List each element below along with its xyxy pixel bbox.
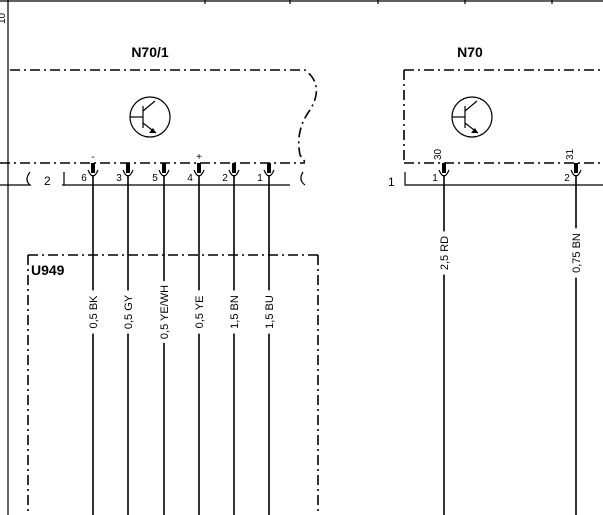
wire-color-label: 2,5 RD bbox=[439, 236, 451, 270]
component-label-n70: N70 bbox=[457, 44, 483, 60]
wire-color-label: 1,5 BN bbox=[229, 295, 241, 329]
page-number: 10 bbox=[0, 12, 8, 24]
wire-label-gap bbox=[265, 290, 274, 334]
n70-pin-0: 1 30 2,5 RD bbox=[432, 148, 451, 515]
pin-number: 3 bbox=[116, 173, 122, 184]
n70-1-wire-group: 6- 0,5 BK 3 0,5 GY 5 0,5 YE/WH 4+0,5 YE 2 1,5 BN… bbox=[81, 152, 276, 515]
pin-terminal bbox=[126, 163, 130, 173]
pin-number: 1 bbox=[432, 173, 438, 184]
connector-right: 1 bbox=[388, 172, 603, 189]
component-n70: N70 bbox=[403, 44, 603, 164]
transistor-symbol-icon bbox=[129, 96, 171, 138]
pin-terminal bbox=[162, 163, 166, 173]
terminal-number: 30 bbox=[433, 148, 444, 160]
pin-terminal bbox=[232, 163, 236, 173]
wire-label-gap bbox=[230, 290, 239, 334]
wire-label-gap bbox=[89, 290, 98, 334]
component-n70-1: N70/1 bbox=[0, 44, 318, 164]
pin-polarity-mark: + bbox=[196, 152, 202, 163]
wire-label-gap bbox=[124, 290, 133, 334]
wire-label-gap bbox=[195, 290, 204, 334]
n70-1-pin-3: 4+0,5 YE bbox=[187, 152, 206, 515]
component-label-n70-1: N70/1 bbox=[131, 44, 169, 60]
component-label-u949: U949 bbox=[31, 262, 65, 278]
transistor-symbol-icon bbox=[451, 96, 493, 138]
n70-1-pin-1: 3 0,5 GY bbox=[116, 163, 135, 515]
wire-color-label: 0,5 YE bbox=[194, 296, 206, 329]
component-u949: U949 bbox=[27, 254, 319, 515]
wire-label-gap bbox=[572, 228, 581, 278]
wire-label-gap bbox=[440, 231, 449, 275]
pin-number: 5 bbox=[152, 173, 158, 184]
wire-color-label: 0,5 YE/WH bbox=[159, 285, 171, 339]
wire-color-label: 0,5 BK bbox=[88, 295, 100, 329]
n70-wire-group: 1 30 2,5 RD 2 31 0,75 BN bbox=[432, 148, 583, 515]
pin-terminal bbox=[574, 163, 578, 173]
pin-terminal bbox=[442, 163, 446, 173]
connector-left: 2 bbox=[0, 171, 306, 188]
pin-number: 6 bbox=[81, 173, 87, 184]
n70-1-pin-2: 5 0,5 YE/WH bbox=[152, 163, 171, 515]
pin-terminal bbox=[91, 163, 95, 173]
pin-number: 4 bbox=[187, 173, 193, 184]
pin-number: 2 bbox=[564, 173, 570, 184]
n70-1-pin-5: 1 1,5 BU bbox=[257, 163, 276, 515]
wire-color-label: 0,5 GY bbox=[123, 294, 135, 329]
n70-1-pin-4: 2 1,5 BN bbox=[222, 163, 241, 515]
connector-number-right: 1 bbox=[388, 175, 395, 189]
wire-label-gap bbox=[160, 281, 169, 343]
wire-color-label: 0,75 BN bbox=[571, 233, 583, 273]
pin-number: 2 bbox=[222, 173, 228, 184]
connector-number-left: 2 bbox=[44, 174, 51, 188]
pin-terminal bbox=[197, 163, 201, 173]
n70-1-pin-0: 6- 0,5 BK bbox=[81, 152, 100, 515]
wire-color-label: 1,5 BU bbox=[264, 295, 276, 329]
pin-terminal bbox=[267, 163, 271, 173]
terminal-number: 31 bbox=[565, 148, 576, 160]
pin-number: 1 bbox=[257, 173, 263, 184]
pin-polarity-mark: - bbox=[91, 152, 94, 163]
n70-pin-1: 2 31 0,75 BN bbox=[564, 148, 583, 515]
